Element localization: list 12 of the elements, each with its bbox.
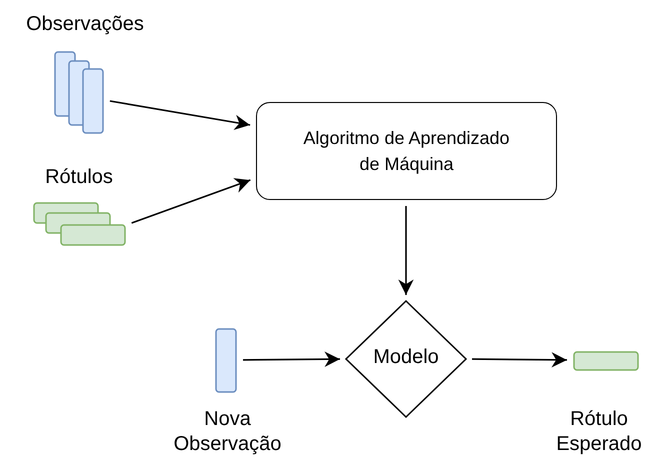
arrow <box>243 352 340 367</box>
arrow <box>110 100 250 130</box>
node-label: Rótulos <box>44 165 114 190</box>
node-label: Rótulo Esperado <box>555 407 643 457</box>
node-label: Observações <box>25 12 145 37</box>
node-label: Modelo <box>372 345 440 370</box>
process-box <box>256 102 557 200</box>
box-label: Algoritmo de Aprendizado de Máquina <box>302 127 511 176</box>
arrow <box>131 178 251 224</box>
node-label: Nova Observação <box>172 407 282 457</box>
arrow <box>472 352 567 368</box>
arrow <box>398 206 414 295</box>
